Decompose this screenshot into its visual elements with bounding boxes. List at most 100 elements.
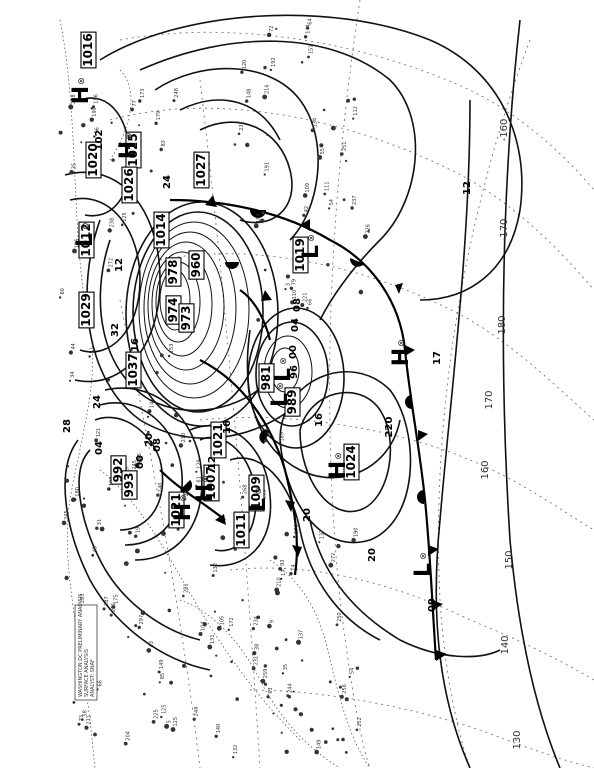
occluded-front (239, 289, 272, 341)
isobar-label-text: 1021 (211, 423, 225, 456)
station-dot (256, 318, 261, 322)
pressure-center-letter: L (246, 498, 271, 512)
station-dot (331, 125, 336, 131)
isobar-label: 1024 (343, 443, 360, 481)
station-dot (367, 229, 370, 232)
station-value: 153 (169, 344, 175, 354)
isobar-label-text: 00 (288, 345, 299, 359)
isobar-label: 993 (121, 470, 138, 500)
warm-front-semicircle (259, 429, 270, 444)
station-dot (207, 644, 213, 650)
isobar-label-box (168, 491, 185, 529)
isobar-label: 20 (144, 433, 155, 447)
station-dot (289, 286, 294, 290)
isobar-label-text: 00 (135, 455, 146, 469)
isobar-label-text: 981 (259, 365, 273, 390)
isobar-label-text: 1009 (249, 476, 263, 509)
station-dot (90, 107, 93, 110)
station-dot (209, 674, 213, 678)
isobar-label-text: 973 (179, 305, 193, 330)
isobar-label: 20 (367, 548, 378, 562)
station-value: 64 (308, 18, 314, 24)
station-dot (309, 727, 314, 732)
chart-header-line1: WASHINGTON DC PRELIMINARY ANALYSIS (78, 594, 84, 697)
station-dot (127, 530, 132, 535)
station-dot (310, 128, 315, 133)
station-dot (68, 350, 73, 355)
isobar-label: 1026 (121, 166, 138, 204)
longitude-label: 160 (480, 460, 491, 479)
isobar-label-text: 1012 (79, 223, 93, 256)
station-value: 131 (210, 634, 216, 644)
station-dot (323, 192, 327, 196)
low-pressure-center: L⊗ (271, 357, 296, 382)
coastline (59, 19, 96, 768)
station-dot (331, 727, 335, 730)
isobar-label: 1021 (210, 421, 227, 459)
isobar-label: 1014 (153, 211, 170, 249)
station-value: 44 (71, 343, 77, 349)
coastline (269, 559, 371, 768)
station-dot (358, 289, 364, 295)
low-pressure-center: L⊗ (268, 382, 293, 407)
isobar-label-text: 1029 (79, 293, 93, 326)
station-dot (167, 608, 172, 613)
station-dot (326, 263, 330, 267)
station-value: 134 (313, 118, 319, 128)
longitude-label: 130 (512, 730, 523, 749)
center-cross-icon: ⊗ (334, 452, 344, 460)
station-value: 210 (181, 433, 187, 443)
isobar (94, 416, 164, 531)
station-dot (157, 670, 161, 674)
station-dot (302, 213, 306, 217)
station-dot (150, 441, 155, 446)
isobar-label-text: 1024 (344, 445, 358, 478)
station-value: 43 (149, 641, 155, 647)
isobar (132, 211, 264, 413)
warm-front-semicircle (405, 395, 412, 409)
isobar-label-box (78, 291, 95, 329)
station-dot (266, 133, 269, 137)
station-value: 251 (342, 141, 348, 151)
station-value: 66 (308, 299, 314, 305)
pressure-center-letter: H (116, 141, 141, 159)
pressure-center-letter: H (193, 484, 218, 502)
high-pressure-center: H⊗ (326, 452, 351, 479)
graticule-line (159, 253, 594, 421)
station-value: 176 (294, 524, 300, 534)
station-dot (269, 68, 273, 72)
station-dot (216, 625, 222, 631)
station-dot (303, 35, 308, 39)
isobar-label: 12 (114, 258, 125, 272)
isobar-label-text: 17 (432, 351, 443, 365)
center-cross-icon: ⊗ (179, 494, 189, 502)
cold-front-triangle (300, 219, 310, 231)
isobar-label: 1011 (233, 511, 250, 549)
station-value: 140 (158, 483, 164, 493)
station-value: 226 (365, 224, 371, 234)
isobar-label: 220 (384, 417, 395, 438)
station-value: 268 (243, 485, 249, 495)
station-dot (120, 223, 124, 227)
station-dot (306, 26, 310, 30)
isobar-label-box (203, 464, 220, 502)
cold-front-triangle (395, 283, 403, 294)
station-value: 297 (139, 615, 145, 625)
station-dot (84, 725, 89, 730)
station-value: 148 (247, 89, 253, 99)
isobar-label: 981 (258, 363, 275, 393)
chart-header-line2: SURFACE ANALYSIS (84, 649, 90, 697)
isobar-label-text: 1007 (204, 466, 218, 499)
cold-front (169, 198, 438, 661)
isobar-label-box (178, 303, 195, 333)
station-dot (202, 622, 207, 627)
station-value: 63 (268, 687, 274, 693)
station-value: 221 (302, 292, 308, 302)
cold-front-triangle (285, 500, 295, 512)
station-dot (274, 587, 280, 593)
station-dot (263, 65, 267, 70)
station-dot (300, 659, 304, 662)
isobar (86, 219, 291, 439)
station-dot (176, 527, 180, 531)
